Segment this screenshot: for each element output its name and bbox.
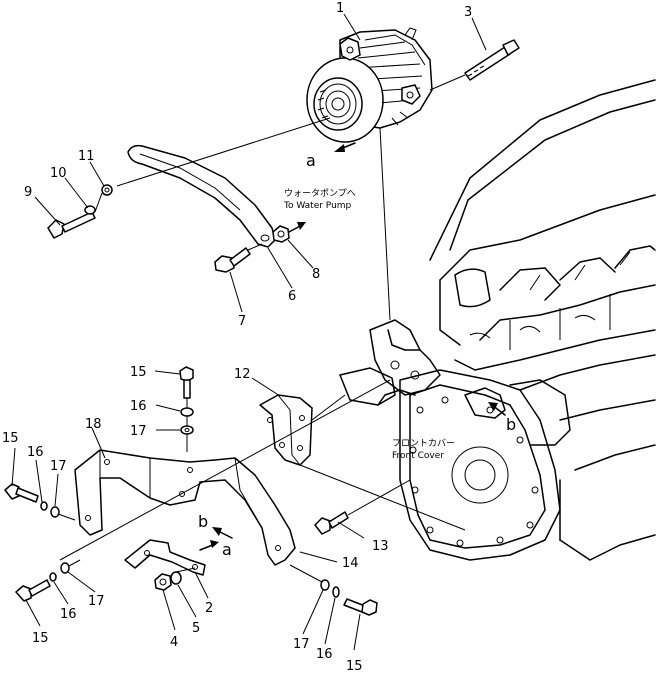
engine-block [339, 79, 656, 561]
washer-16-left [40, 501, 48, 511]
ref-b-left: b [198, 512, 208, 531]
bolt-15-bottom-right [343, 598, 378, 616]
washer-11 [101, 184, 113, 196]
adjusting-plate-6 [127, 144, 276, 248]
ref-a-top: a [306, 151, 316, 170]
callout-4: 4 [170, 635, 178, 650]
annotation-notes: ウォータポンプへ To Water Pump フロントカバー Front Cov… [283, 188, 455, 461]
callout-8: 8 [312, 267, 320, 282]
note-front-cover-jp: フロントカバー [392, 438, 455, 449]
ref-a-bottom: a [222, 540, 232, 559]
note-front-cover-en: Front Cover [392, 451, 444, 461]
nut-8 [272, 225, 290, 243]
callout-6: 6 [288, 289, 296, 304]
callout-13: 13 [372, 539, 389, 554]
washer-17-top [180, 425, 194, 435]
callout-numbers: 1 3 9 10 11 8 6 7 15 16 17 12 13 14 18 1… [2, 1, 472, 673]
callout-5: 5 [192, 621, 200, 636]
bracket-12 [259, 394, 313, 466]
callout-15-left: 15 [2, 431, 19, 446]
ref-arrows [199, 142, 506, 551]
reference-letters: a a b b [198, 151, 516, 559]
callout-7: 7 [238, 314, 246, 329]
bracket-18 [74, 449, 296, 566]
assembly-lines [57, 74, 466, 583]
bolt-15-left [4, 483, 39, 503]
bolt-15-bottom-left [15, 579, 51, 602]
washer-17-bottom-left [60, 562, 70, 574]
callout-3: 3 [464, 5, 472, 20]
callout-17-top: 17 [130, 424, 147, 439]
callout-16-bottom-right: 16 [316, 647, 333, 662]
callout-9: 9 [24, 185, 32, 200]
callout-15-top: 15 [130, 365, 147, 380]
callout-11: 11 [78, 149, 95, 164]
callout-17-left: 17 [50, 459, 67, 474]
bolt-3 [464, 39, 520, 81]
callout-leaders [11, 13, 487, 651]
callout-16-top: 16 [130, 399, 147, 414]
callout-17-bottom-right: 17 [293, 637, 310, 652]
bolt-15-top [179, 366, 194, 399]
callout-16-bottom-left: 16 [60, 607, 77, 622]
washer-17-left [50, 506, 60, 518]
bolt-9 [47, 211, 96, 239]
spring-washer-10 [84, 205, 96, 215]
callout-12: 12 [234, 367, 251, 382]
nut-4 [154, 573, 172, 591]
callout-1: 1 [336, 1, 344, 16]
callout-15-bottom-left: 15 [32, 631, 49, 646]
callout-17-bottom-left: 17 [88, 594, 105, 609]
washer-16-bottom-left [49, 572, 57, 582]
washer-17-bottom-right [320, 579, 330, 591]
callout-15-bottom-right: 15 [346, 659, 363, 673]
washer-5 [170, 571, 182, 585]
plate-2 [124, 539, 206, 576]
washer-16-top [180, 407, 194, 417]
callout-14: 14 [342, 556, 359, 571]
washer-16-bottom-right [332, 586, 340, 598]
ref-b-right: b [506, 415, 516, 434]
note-water-pump-en: To Water Pump [283, 201, 352, 211]
callout-16-left: 16 [27, 445, 44, 460]
callout-2: 2 [205, 601, 213, 616]
bolt-13 [314, 511, 349, 535]
callout-10: 10 [50, 166, 67, 181]
bolt-7 [214, 247, 251, 273]
note-water-pump-jp: ウォータポンプへ [284, 188, 356, 199]
alternator [306, 27, 433, 143]
callout-18: 18 [85, 417, 102, 432]
